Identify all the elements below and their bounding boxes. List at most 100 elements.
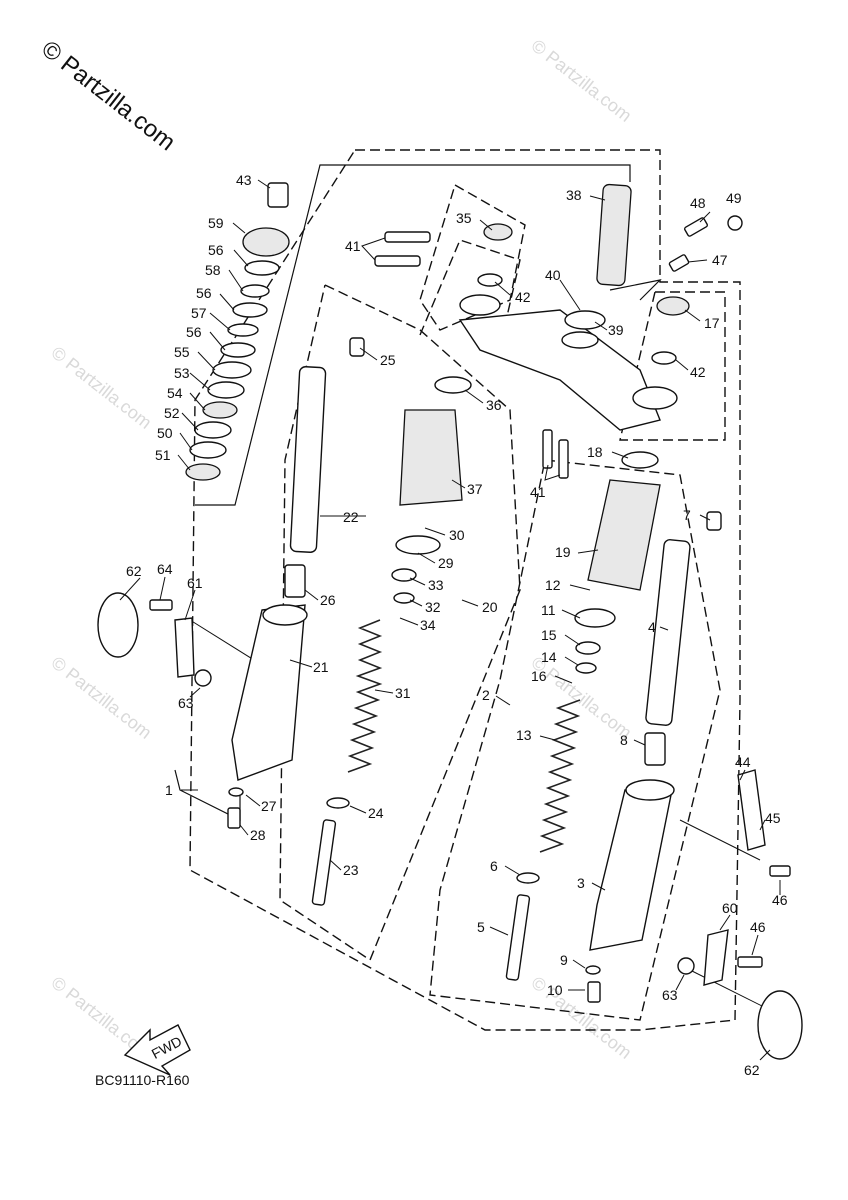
outline-right-cap <box>619 291 726 441</box>
part-spring-short <box>349 337 365 357</box>
callout-41: 41 <box>345 238 361 254</box>
right-fork-leg <box>505 479 691 1003</box>
part-dust-seal <box>212 361 252 379</box>
callout-58: 58 <box>205 262 221 278</box>
callout-7: 7 <box>683 507 691 523</box>
callout-6: 6 <box>490 858 498 874</box>
callout-33: 33 <box>428 577 444 593</box>
callout-9: 9 <box>560 952 568 968</box>
part-oil-seal <box>395 535 441 555</box>
part-seat <box>516 872 540 884</box>
under-bracket <box>458 183 678 431</box>
fwd-arrow-icon <box>123 1024 191 1076</box>
outline-right-leg <box>429 459 721 1021</box>
part-seat <box>326 797 350 809</box>
callout-3: 3 <box>577 875 585 891</box>
part-ring-nut <box>232 302 268 318</box>
part-stem-seal <box>561 331 599 349</box>
outline-left-leg <box>279 284 521 962</box>
part-reflector <box>97 592 139 658</box>
callout-51: 51 <box>155 447 171 463</box>
callout-56: 56 <box>208 242 224 258</box>
part-cap <box>656 296 690 316</box>
callout-5: 5 <box>477 919 485 935</box>
callout-20: 20 <box>482 599 498 615</box>
callout-34: 34 <box>420 617 436 633</box>
part-race <box>194 421 232 439</box>
part-bolt <box>384 231 431 243</box>
outline-cap-box <box>419 239 521 336</box>
callout-53: 53 <box>174 365 190 381</box>
part-o-ring <box>393 592 415 604</box>
part-fork-spring <box>539 699 581 853</box>
callout-42: 42 <box>515 289 531 305</box>
callout-18: 18 <box>587 444 603 460</box>
callout-32: 32 <box>425 599 441 615</box>
callout-63: 63 <box>178 695 194 711</box>
part-inner-tube <box>289 366 327 553</box>
callout-labels: 43 59 56 58 56 57 56 55 53 54 52 50 51 4… <box>126 172 788 1078</box>
part-gasket <box>585 965 601 975</box>
part-piston-ring <box>575 641 601 655</box>
part-boot <box>399 409 463 506</box>
part-collar <box>284 564 306 598</box>
axle-line-right <box>679 819 761 861</box>
callout-15: 15 <box>541 627 557 643</box>
part-clamp-right <box>632 386 678 410</box>
part-damper-rod <box>311 819 337 906</box>
part-clip <box>684 217 708 237</box>
part-bolt <box>227 807 241 829</box>
left-leg-bracket <box>174 769 241 821</box>
watermark: © Partzilla.com <box>48 652 156 742</box>
callout-57: 57 <box>191 305 207 321</box>
callout-62: 62 <box>126 563 142 579</box>
callout-50: 50 <box>157 425 173 441</box>
part-outer-tube <box>589 789 673 951</box>
callout-46: 46 <box>750 919 766 935</box>
part-gasket <box>228 787 244 797</box>
callout-11: 11 <box>541 602 556 618</box>
part-clip <box>668 254 690 272</box>
callout-19: 19 <box>555 544 571 560</box>
part-boot <box>587 479 661 591</box>
part-inner-tube <box>645 539 691 726</box>
outline-fork-outer <box>189 149 741 1031</box>
callout-35: 35 <box>456 210 472 226</box>
leader-lines <box>119 179 781 1061</box>
callout-36: 36 <box>486 397 502 413</box>
part-reflector-bracket <box>703 929 729 986</box>
callout-42: 42 <box>690 364 706 380</box>
callout-44: 44 <box>735 754 751 770</box>
part-race <box>189 441 227 459</box>
callout-55: 55 <box>174 344 190 360</box>
part-cable-guide <box>737 769 766 851</box>
callout-64: 64 <box>157 561 173 577</box>
callout-4: 4 <box>648 619 656 635</box>
callout-12: 12 <box>545 577 561 593</box>
bearing-stack-bracket <box>195 164 631 506</box>
callout-28: 28 <box>250 827 266 843</box>
callout-48: 48 <box>690 195 706 211</box>
callout-10: 10 <box>547 982 563 998</box>
callout-61: 61 <box>187 575 203 591</box>
callout-27: 27 <box>261 798 277 814</box>
callout-45: 45 <box>765 810 781 826</box>
part-clamp-left <box>459 294 501 316</box>
part-nut <box>677 957 695 975</box>
part-cap <box>483 223 513 241</box>
callout-25: 25 <box>380 352 396 368</box>
part-washer <box>240 284 270 298</box>
part-cover <box>242 227 290 257</box>
callout-54: 54 <box>167 385 183 401</box>
part-bolt <box>737 956 763 968</box>
callout-8: 8 <box>620 732 628 748</box>
part-band <box>434 376 472 394</box>
callout-49: 49 <box>726 190 742 206</box>
part-o-ring <box>575 662 597 674</box>
part-spring-short <box>706 511 722 531</box>
callout-17: 17 <box>704 315 720 331</box>
part-cap-nut <box>267 182 289 208</box>
watermark: © Partzilla.com <box>48 342 156 432</box>
watermark-layer: © Partzilla.com © Partzilla.com © Partzi… <box>36 35 635 1062</box>
